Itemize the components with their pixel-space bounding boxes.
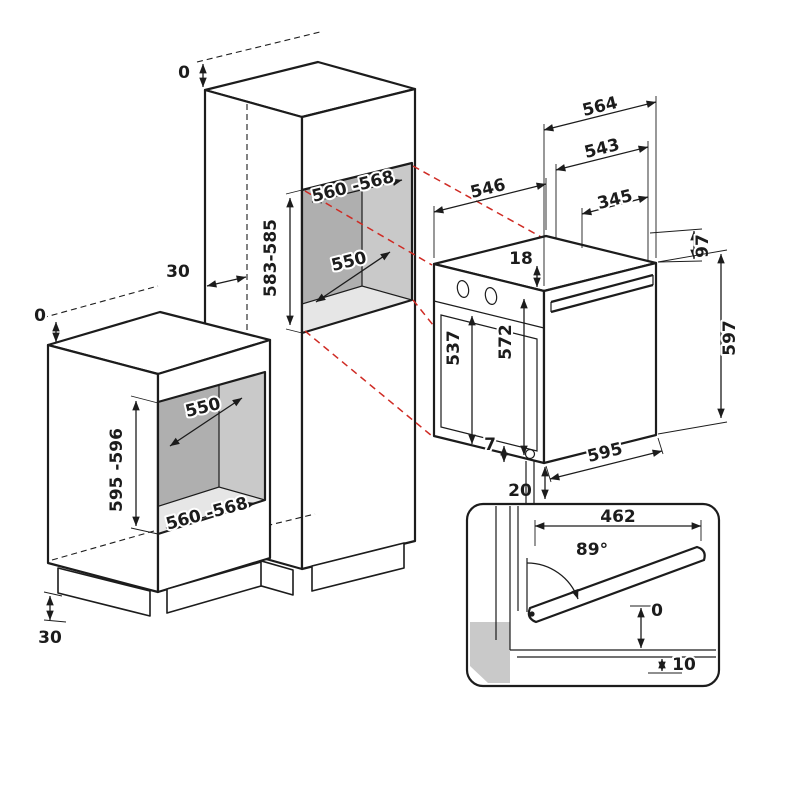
dim-label-oven-546: 546 — [468, 175, 507, 203]
dim-oven-572: 572 — [494, 298, 528, 456]
base-cabinet-hidden-bottom — [51, 530, 155, 561]
dim-label-tall-zero: 0 — [178, 63, 190, 83]
dim-label-angle: 89° — [576, 540, 608, 560]
dim-oven-537: 537 — [442, 315, 476, 445]
oven — [432, 234, 658, 465]
dim-label-oven-20: 20 — [508, 481, 532, 501]
dim-tall-offset-30: 30 — [164, 260, 247, 288]
dim-label-oven-345: 345 — [595, 186, 634, 214]
dim-label-tall-niche-height: 583-585 — [261, 219, 281, 297]
dim-label-oven-543: 543 — [582, 135, 621, 163]
dim-label-oven-572: 572 — [496, 324, 516, 360]
dim-label-oven-537: 537 — [444, 330, 464, 366]
dim-door-0: 0 — [630, 599, 665, 649]
oven-door-handle — [550, 273, 654, 314]
dim-door-462: 462 — [534, 505, 702, 546]
oven-knob-right — [484, 287, 498, 305]
dim-oven-597: 597 — [657, 249, 742, 435]
dim-label-base-niche-height: 595 -596 — [107, 428, 127, 512]
dim-oven-7: 7 — [482, 433, 508, 463]
dim-oven-97: 97 — [649, 228, 715, 263]
dim-tall-niche-height: 583-585 — [259, 189, 303, 334]
base-cabinet-left-face — [46, 343, 160, 594]
dim-door-10: 10 — [648, 653, 698, 677]
angle-arc — [526, 562, 579, 600]
oven-right-face — [542, 261, 658, 465]
dim-base-plinth: 30 — [36, 591, 67, 650]
door-hinge — [529, 611, 535, 617]
tall-cabinet-plinth-right — [311, 542, 405, 592]
oven-knob-left — [456, 280, 470, 298]
inset-wall-section — [470, 622, 510, 683]
base-cabinet — [46, 310, 272, 617]
door-detail-inset: 462 89° 0 10 — [465, 502, 721, 688]
dim-label-oven-564: 564 — [580, 93, 619, 121]
dim-label-door-10: 10 — [672, 655, 696, 675]
dim-base-zero-top: 0 — [32, 285, 159, 343]
dim-oven-18: 18 — [507, 247, 541, 288]
base-cabinet-plinth-left — [57, 567, 151, 617]
dim-label-oven-18: 18 — [509, 249, 533, 269]
dim-label-base-zero: 0 — [34, 306, 46, 326]
dim-tall-zero-top: 0 — [176, 31, 321, 88]
dim-base-niche-height: 595 -596 — [105, 395, 159, 535]
dim-label-tall-offset: 30 — [166, 262, 190, 282]
inset-border — [465, 502, 721, 688]
dim-label-door-0: 0 — [651, 601, 663, 621]
detail-callout — [524, 448, 536, 504]
base-cabinet-niche-opening — [156, 370, 267, 536]
open-door — [527, 545, 706, 624]
dim-label-base-plinth: 30 — [38, 628, 62, 648]
dim-label-door-462: 462 — [600, 507, 636, 527]
callout-point-circle — [524, 448, 536, 460]
base-cabinet-plinth-right — [166, 561, 262, 614]
dim-label-oven-7: 7 — [484, 435, 496, 455]
dim-label-oven-597: 597 — [720, 320, 740, 356]
dim-oven-345: 345 — [581, 184, 649, 248]
oven-door-outline — [440, 314, 538, 452]
tall-cabinet-niche-opening — [300, 161, 414, 335]
